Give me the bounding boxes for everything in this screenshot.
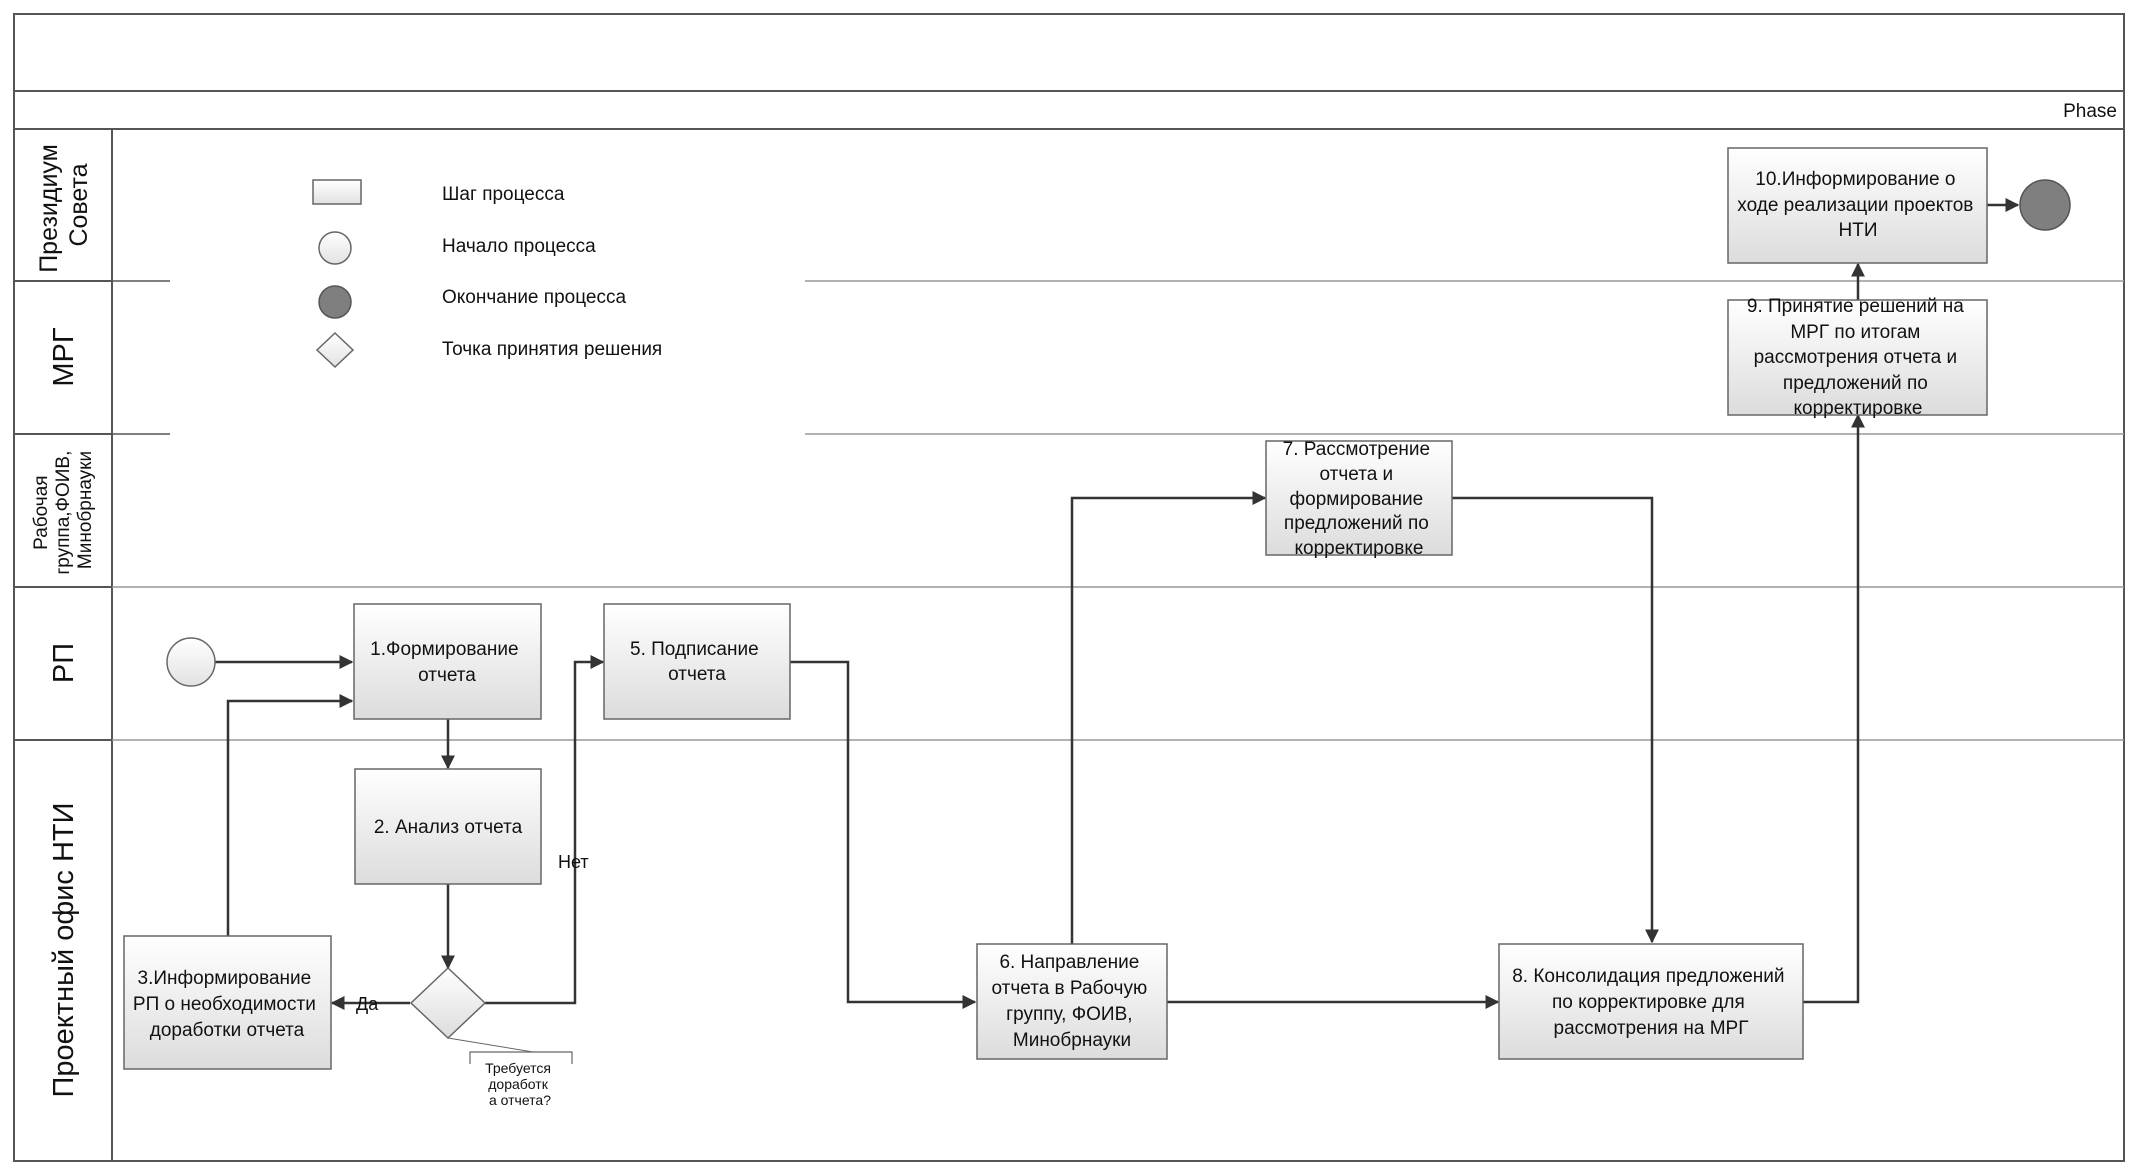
- lane-label-workgroup: Рабочая группа,ФОИВ, Минобрнауки: [31, 445, 96, 575]
- process-step-6[interactable]: 6. Направление отчета в Рабочую группу, …: [976, 943, 1168, 1060]
- svg-text:8. Консолидация предложений: 8. Консолидация предложений по корректир…: [1512, 966, 1790, 1039]
- process-step-10[interactable]: 10.Информирование о ходе реализации прое…: [1727, 147, 1988, 264]
- edge-label-yes: Да: [356, 994, 379, 1014]
- edge-decision-to-5: [485, 655, 605, 1005]
- svg-text:1.Формирование отчета: 1.Формирование отчета: [370, 639, 524, 686]
- end-circle-icon: [318, 285, 352, 319]
- svg-text:МРГ: МРГ: [48, 327, 80, 387]
- edge-7-to-8: [1452, 496, 1659, 944]
- rect-icon: [312, 179, 362, 205]
- phase-band: [13, 90, 2125, 130]
- lane-label-rp: РП: [48, 643, 80, 683]
- lane-label-mrg: МРГ: [48, 327, 80, 387]
- edge-5-to-6: [790, 660, 977, 1009]
- diamond-icon: [315, 331, 355, 369]
- svg-text:9. Принятие решений на М: 9. Принятие решений на МРГ по итогам рас…: [1747, 296, 1969, 419]
- legend: Шаг процесса Начало процесса Окончание п…: [312, 179, 662, 369]
- legend-label: Точка принятия решения: [442, 339, 662, 360]
- end-event[interactable]: [2019, 179, 2071, 231]
- edge-3-to-1: [226, 694, 354, 936]
- process-step-3[interactable]: 3.Информирование РП о необходимости дора…: [123, 935, 332, 1070]
- process-step-2[interactable]: 2. Анализ отчета: [354, 768, 542, 885]
- lane-label-presidium: Президиум Совета: [35, 137, 93, 273]
- connectors: [215, 198, 2020, 1010]
- svg-text:10.Информирование о ходе: 10.Информирование о ходе реализации прое…: [1737, 169, 1978, 241]
- decision-note: Требуется доработк а отчета?: [447, 1037, 573, 1108]
- edge-label-no: Нет: [558, 852, 589, 872]
- legend-label: Шаг процесса: [442, 184, 565, 205]
- svg-text:3.Информирование РП о не: 3.Информирование РП о необходимости дора…: [133, 968, 321, 1041]
- svg-text:Требуется доработк: Требуется доработк а отчета?: [485, 1060, 555, 1108]
- svg-text:2. Анализ отчета: 2. Анализ отчета: [374, 817, 523, 838]
- legend-label: Начало процесса: [442, 236, 596, 257]
- lane-label-office: Проектный офис НТИ: [48, 803, 80, 1098]
- start-circle-icon: [318, 231, 352, 265]
- svg-text:Проектный офис НТИ: Проектный офис НТИ: [48, 803, 80, 1098]
- process-step-1[interactable]: 1.Формирование отчета: [353, 603, 542, 720]
- phase-label: Phase: [2063, 101, 2117, 122]
- svg-text:5. Подписание отчета: 5. Подписание отчета: [630, 639, 764, 685]
- title-band: [13, 13, 2125, 92]
- edge-8-to-9: [1803, 413, 1865, 1004]
- svg-text:7. Рассмотрение отчета и: 7. Рассмотрение отчета и формирование пр…: [1283, 439, 1436, 559]
- process-step-7[interactable]: 7. Рассмотрение отчета и формирование пр…: [1265, 439, 1453, 559]
- svg-text:РП: РП: [48, 643, 80, 683]
- legend-label: Окончание процесса: [442, 287, 626, 308]
- start-event[interactable]: [166, 637, 216, 687]
- svg-text:Президиум Совета: Президиум Совета: [35, 137, 93, 273]
- svg-text:6. Направление отчета в: 6. Направление отчета в Рабочую группу, …: [992, 952, 1153, 1051]
- edge-6-to-7: [1070, 491, 1267, 944]
- process-step-5[interactable]: 5. Подписание отчета: [603, 603, 791, 720]
- process-step-9[interactable]: 9. Принятие решений на МРГ по итогам рас…: [1727, 296, 1988, 419]
- process-step-8[interactable]: 8. Консолидация предложений по корректир…: [1498, 943, 1804, 1060]
- svg-text:Рабочая группа,ФОИВ,: Рабочая группа,ФОИВ, Минобрнауки: [31, 445, 96, 574]
